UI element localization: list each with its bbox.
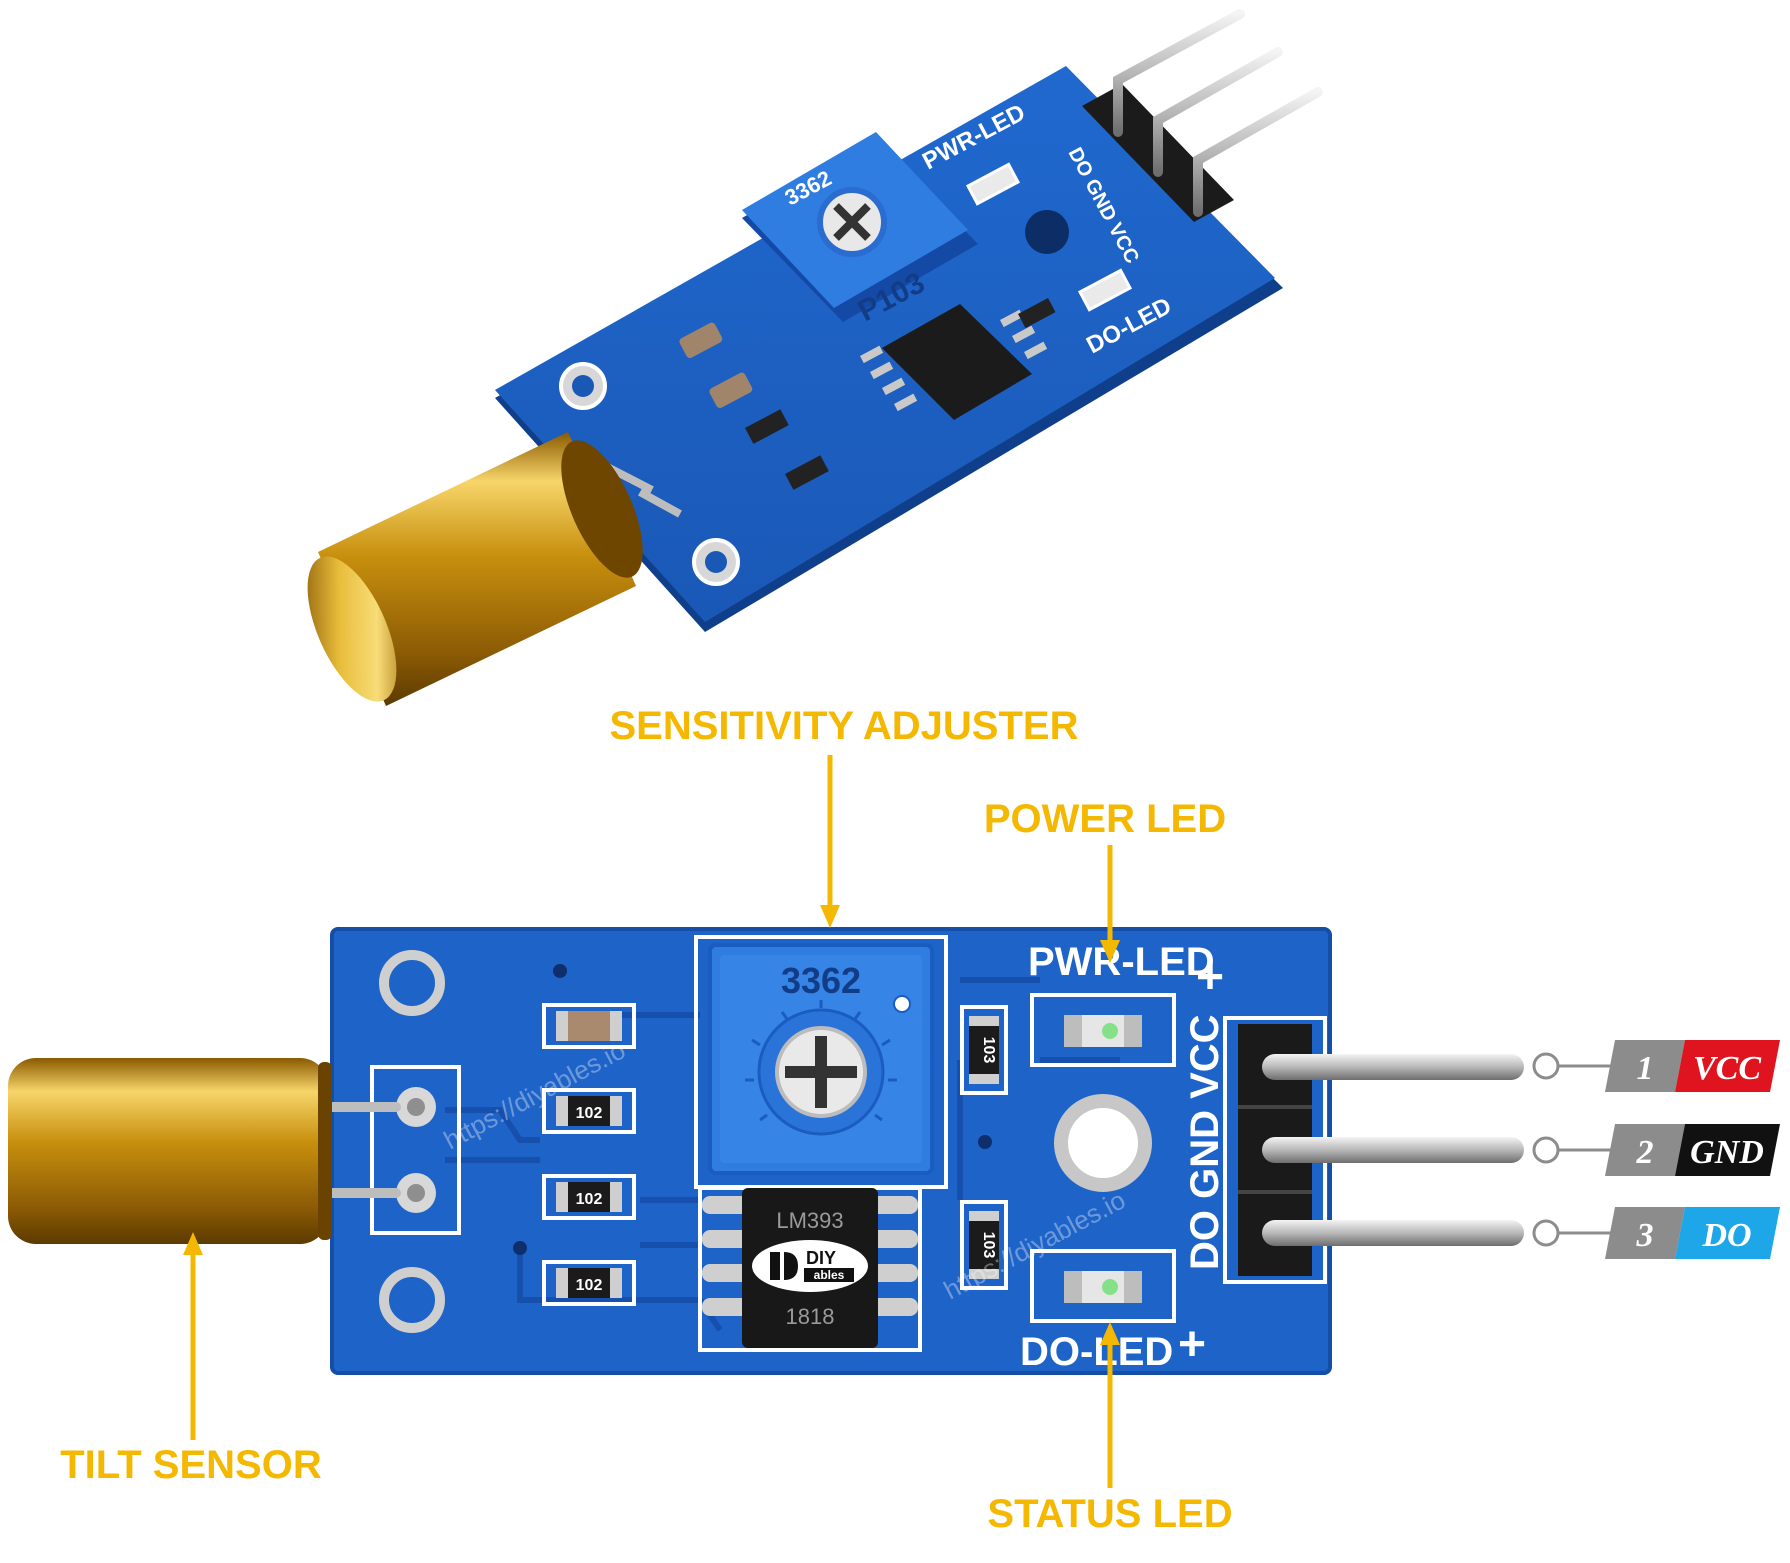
top-pwr-led [965,162,1021,206]
callout-status-led: STATUS LED [987,1492,1232,1536]
pin-1-name: VCC [1693,1050,1761,1087]
mount-hole-left-top [379,950,445,1016]
header-pin-1 [1262,1054,1524,1080]
top-board-photo: 3362 P103 PWR-LED DO-LED DO GND VCC [307,9,1323,706]
top-resistor-1 [745,409,789,444]
pin-1-number: 1 [1637,1050,1654,1087]
resistor-r5: 103 [960,1200,1008,1290]
callout-sensitivity-adjuster: SENSITIVITY ADJUSTER [610,704,1079,748]
logo-diy: DIY [806,1248,836,1268]
logo-ables: ables [814,1268,845,1282]
top-pcb [495,66,1275,622]
chip-code: LM393 [776,1208,843,1233]
top-tilt-sensor [307,432,682,706]
pin-3-name: DO [1701,1217,1751,1254]
pin-label-do: 3 DO [1532,1207,1780,1259]
mount-hole-left-bottom [379,1267,445,1333]
top-header-pins [1113,9,1323,217]
power-led [1030,993,1176,1067]
tilt-sensor-cylinder [8,1058,401,1244]
callout-tilt-sensor: TILT SENSOR [60,1443,322,1487]
pin-label-vcc: 1 VCC [1532,1040,1780,1092]
resistor-r2-label: 102 [576,1191,603,1208]
resistor-r5-label: 103 [980,1232,997,1259]
resistor-r2: 102 [542,1174,636,1220]
pin-3-number: 3 [1636,1217,1654,1254]
top-capacitor-2 [709,372,753,409]
top-resistor-3 [1018,298,1056,329]
pin-gnd-tag [1675,1124,1780,1176]
sensor-pads-outline [370,1065,461,1235]
do-led-label: DO-LED [1020,1330,1173,1374]
resistor-r4-label: 103 [980,1037,997,1064]
do-led-plus: + [1178,1318,1206,1371]
header-pin-3 [1262,1220,1524,1246]
pin-vcc-tag [1675,1040,1780,1092]
bottom-board: 102 102 102 103 10 [330,927,1524,1375]
potentiometer-code: 3362 [781,960,861,1001]
comparator-chip: LM393 1818 DIY ables [698,1186,922,1352]
pin-label-gnd: 2 GND [1532,1124,1780,1176]
pwr-led-label: PWR-LED [1028,940,1215,984]
pwr-led-plus: + [1196,951,1224,1004]
resistor-r4: 103 [960,1005,1008,1095]
arrow-tilt-sensor [183,1232,203,1440]
capacitor-c1 [542,1003,636,1049]
potentiometer: 3362 [694,935,948,1189]
pin-do-tag [1675,1207,1780,1259]
pin-2-name: GND [1690,1134,1764,1171]
callouts: SENSITIVITY ADJUSTER POWER LED TILT SENS… [60,704,1232,1536]
mount-hole-center [1054,1094,1152,1192]
top-chip [882,304,1032,420]
resistor-r1: 102 [542,1088,636,1134]
status-led [1030,1249,1176,1323]
top-mount-hole-3 [1025,210,1069,254]
pin-2-number: 2 [1636,1134,1654,1171]
top-resistor-2 [785,455,829,490]
header-pin-2 [1262,1137,1524,1163]
header-labels: DO GND VCC [1183,1014,1227,1270]
pin-labels: 1 VCC 2 GND 3 DO [1532,1040,1780,1259]
callout-power-led: POWER LED [984,797,1226,841]
top-do-led [1077,268,1133,312]
top-capacitor-1 [679,322,723,359]
resistor-r3-label: 102 [576,1277,603,1294]
resistor-r1-label: 102 [576,1105,603,1122]
chip-batch: 1818 [786,1304,835,1329]
arrow-status-led [1100,1322,1120,1488]
resistor-r3: 102 [542,1260,636,1306]
arrow-power-led [1100,845,1120,963]
arrow-sensitivity-adjuster [820,755,840,928]
